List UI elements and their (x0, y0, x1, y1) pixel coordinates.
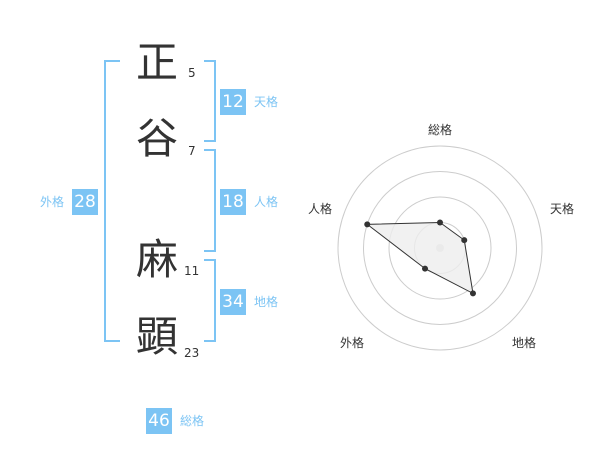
radar-label-gaikaku: 外格 (339, 336, 364, 350)
chikaku-value-badge: 34 (220, 289, 246, 315)
radar-point-2 (461, 237, 468, 244)
radar-label-jinkaku: 人格 (307, 202, 332, 216)
name-char-1: 正 (135, 38, 178, 87)
tenkaku-label: 天格 (254, 95, 279, 109)
tenkaku-bracket (204, 60, 216, 142)
stroke-count-2: 7 (188, 144, 196, 158)
radar-label-soukaku: 総格 (427, 123, 452, 137)
radar-point-5 (364, 221, 371, 228)
radar-ring-4 (337, 145, 543, 351)
chikaku-label: 地格 (254, 295, 279, 309)
soukaku-label: 総格 (180, 414, 205, 428)
radar-label-chikaku: 地格 (511, 336, 536, 350)
gaikaku-label: 外格 (40, 195, 65, 209)
radar-label-tenkaku: 天格 (549, 202, 574, 216)
radar-ring-2 (388, 196, 492, 300)
gaikaku-value-badge: 28 (72, 189, 98, 215)
fortune-radar-chart (337, 145, 543, 351)
tenkaku-value-badge: 12 (220, 89, 246, 115)
name-char-4: 顕 (135, 312, 178, 361)
radar-ring-3 (363, 171, 517, 325)
name-char-2: 谷 (135, 114, 178, 163)
stroke-count-4: 23 (184, 346, 200, 360)
name-char-3: 麻 (135, 235, 178, 284)
jinkaku-value-badge: 18 (220, 189, 246, 215)
stroke-count-3: 11 (184, 264, 200, 278)
radar-polygon (365, 221, 474, 295)
chikaku-bracket (204, 259, 216, 342)
radar-point-1 (437, 219, 443, 226)
stroke-count-1: 5 (188, 66, 196, 80)
gaikaku-bracket (104, 60, 120, 342)
jinkaku-label: 人格 (254, 195, 279, 209)
soukaku-value-badge: 46 (146, 408, 172, 434)
jinkaku-bracket (204, 149, 216, 252)
radar-point-4 (422, 265, 429, 272)
radar-point-3 (469, 290, 476, 297)
